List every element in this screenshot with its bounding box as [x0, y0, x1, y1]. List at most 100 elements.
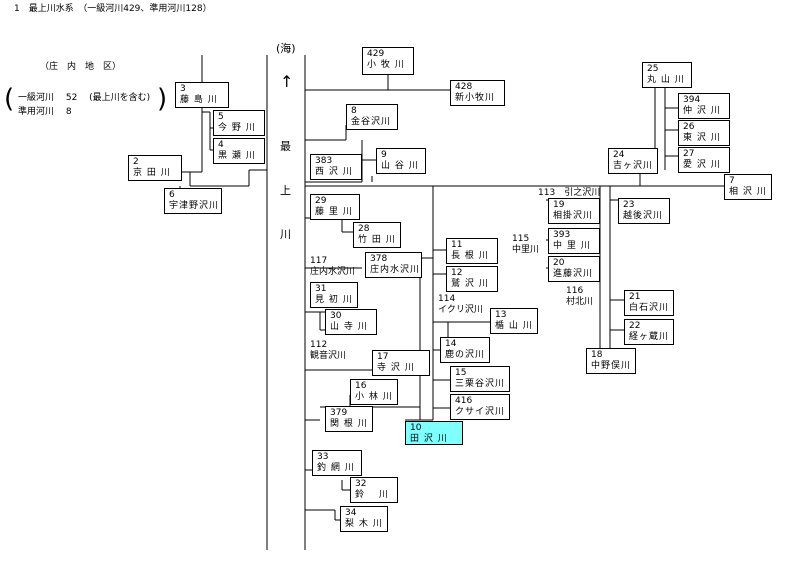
- river-number: 13: [495, 310, 507, 320]
- river-number: 19: [553, 200, 565, 210]
- river-name: 黒 瀬 川: [218, 151, 256, 161]
- river-number: 113: [538, 188, 556, 198]
- river-name: 庄内水沢川: [370, 265, 421, 275]
- river-name: 中里川: [512, 245, 540, 255]
- river-name: 藤 島 川: [180, 95, 218, 105]
- river-number: 33: [317, 452, 329, 462]
- river-number: 8: [351, 106, 357, 116]
- mainstem-char-2: 上: [280, 184, 291, 197]
- river-number: 30: [330, 311, 342, 321]
- river-number: 32: [355, 479, 367, 489]
- river-name: 相 沢 川: [729, 187, 767, 197]
- river-name: 進藤沢川: [553, 269, 594, 279]
- river-name: 金谷沢川: [351, 117, 392, 127]
- river-name: クサイ沢川: [455, 407, 506, 417]
- river-name: イクリ沢川: [438, 305, 483, 315]
- river-number: 10: [410, 423, 422, 433]
- river-name: 田 沢 川: [410, 434, 448, 444]
- counts-bracket-right: ): [157, 84, 168, 114]
- river-name: 寺 沢 川: [377, 363, 415, 373]
- river-number: 34: [345, 508, 357, 518]
- river-name: 中 里 川: [553, 241, 591, 251]
- river-number: 22: [629, 321, 641, 331]
- river-number: 14: [445, 339, 457, 349]
- river-name: 愛 沢 川: [683, 160, 721, 170]
- river-name: 仲 沢 川: [683, 106, 721, 116]
- count-quasi: 準用河川 8: [18, 107, 72, 117]
- river-name: 長 根 川: [451, 251, 489, 261]
- river-name: 鹿の沢川: [445, 350, 486, 360]
- river-number: 416: [455, 396, 473, 406]
- sea-label: (海): [276, 42, 296, 55]
- river-number: 21: [629, 292, 641, 302]
- river-number: 25: [647, 64, 659, 74]
- river-number: 379: [330, 408, 348, 418]
- river-name: 引之沢川: [564, 188, 601, 198]
- river-number: 394: [683, 95, 701, 105]
- unboxed-river-113: 113 引之沢川: [538, 188, 600, 199]
- river-number: 116: [566, 286, 584, 296]
- river-name: 東 沢 川: [683, 133, 721, 143]
- river-number: 378: [370, 254, 388, 264]
- count-first-class: 一級河川 52 (最上川を含む): [18, 93, 151, 103]
- river-number: 24: [613, 150, 625, 160]
- river-name: 鷲 沢 川: [451, 279, 489, 289]
- river-number: 393: [553, 230, 571, 240]
- river-number: 17: [377, 352, 389, 362]
- river-name: 山 寺 川: [330, 322, 368, 332]
- river-number: 26: [683, 122, 695, 132]
- river-name: 庄内水沢川: [310, 267, 356, 277]
- river-name: 相掛沢川: [553, 211, 594, 221]
- region-label: （庄 内 地 区）: [40, 62, 122, 72]
- river-number: 20: [553, 258, 565, 268]
- river-name: 竹 田 川: [358, 235, 396, 245]
- river-name: 関 根 川: [330, 419, 368, 429]
- river-name: 今 野 川: [218, 123, 256, 133]
- river-number: 383: [315, 156, 333, 166]
- river-number: 28: [358, 224, 370, 234]
